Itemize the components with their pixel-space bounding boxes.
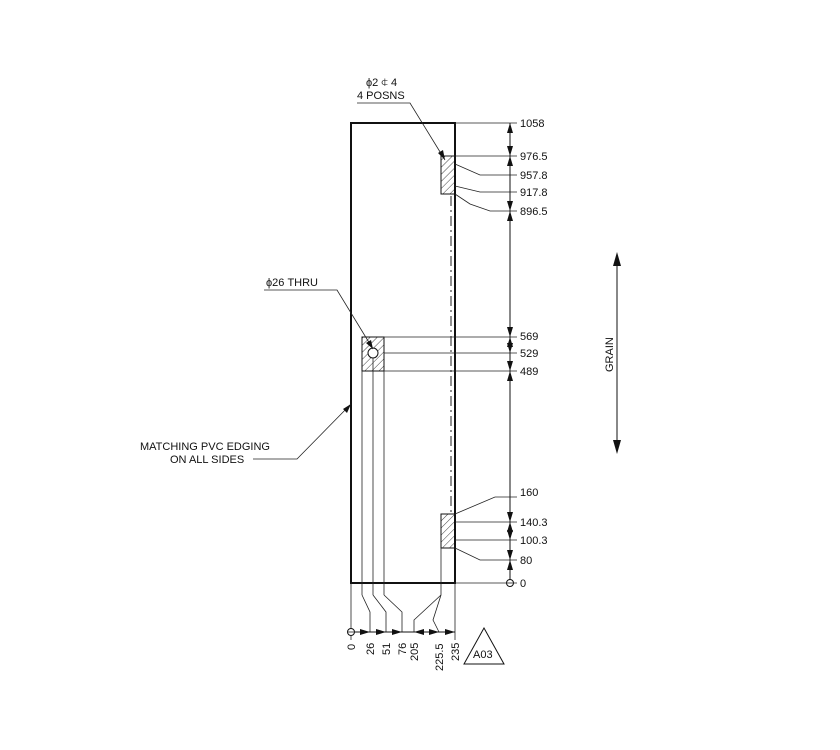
hinge-cutout-top bbox=[440, 155, 456, 195]
bottom-dim-leaders bbox=[361, 594, 442, 633]
grain-label: GRAIN bbox=[604, 337, 616, 372]
vdim-489: 489 bbox=[520, 366, 538, 378]
callout-edging-2: ON ALL SIDES bbox=[170, 454, 244, 466]
hdim-51: 51 bbox=[381, 643, 393, 655]
vdim-100-3: 100.3 bbox=[520, 535, 548, 547]
callout-edging-1: MATCHING PVC EDGING bbox=[140, 441, 270, 453]
vdim-529: 529 bbox=[520, 348, 538, 360]
thru-hole-circle bbox=[367, 347, 379, 359]
vdim-160: 160 bbox=[520, 487, 538, 499]
vdim-0: 0 bbox=[520, 578, 526, 590]
vdim-976-5: 976.5 bbox=[520, 151, 548, 163]
bottom-extension-lines bbox=[350, 358, 456, 640]
horizontal-dim-arrows bbox=[360, 629, 455, 635]
vdim-917-8: 917.8 bbox=[520, 187, 548, 199]
grain-arrow bbox=[613, 252, 621, 454]
part-tag-label: A03 bbox=[473, 649, 493, 661]
vertical-dim-leaders bbox=[384, 122, 517, 584]
hdim-225-5: 225.5 bbox=[434, 643, 446, 671]
vdim-1058: 1058 bbox=[520, 118, 544, 130]
horizontal-dim-labels: 0 26 51 76 205 225.5 235 bbox=[346, 643, 462, 671]
vertical-dim-arrows bbox=[507, 123, 513, 570]
hdim-26: 26 bbox=[365, 643, 377, 655]
hinge-cutout-bottom bbox=[440, 513, 456, 549]
callout-hinge-positions: 4 POSNS bbox=[357, 90, 405, 102]
vertical-dim-labels: 1058 976.5 957.8 917.8 896.5 569 529 489… bbox=[520, 118, 548, 590]
hdim-76: 76 bbox=[397, 643, 409, 655]
vdim-80: 80 bbox=[520, 555, 532, 567]
hdim-235: 235 bbox=[450, 643, 462, 661]
hdim-0: 0 bbox=[346, 644, 358, 650]
hdim-205: 205 bbox=[409, 643, 421, 661]
vdim-957-8: 957.8 bbox=[520, 170, 548, 182]
vdim-569: 569 bbox=[520, 331, 538, 343]
vdim-896-5: 896.5 bbox=[520, 206, 548, 218]
callout-thru-hole: ϕ26 THRU bbox=[266, 277, 318, 289]
part-tag-triangle bbox=[463, 626, 505, 665]
vdim-140-3: 140.3 bbox=[520, 517, 548, 529]
callout-hinge-hole: ϕ2 ⍧ 4 bbox=[366, 77, 397, 89]
